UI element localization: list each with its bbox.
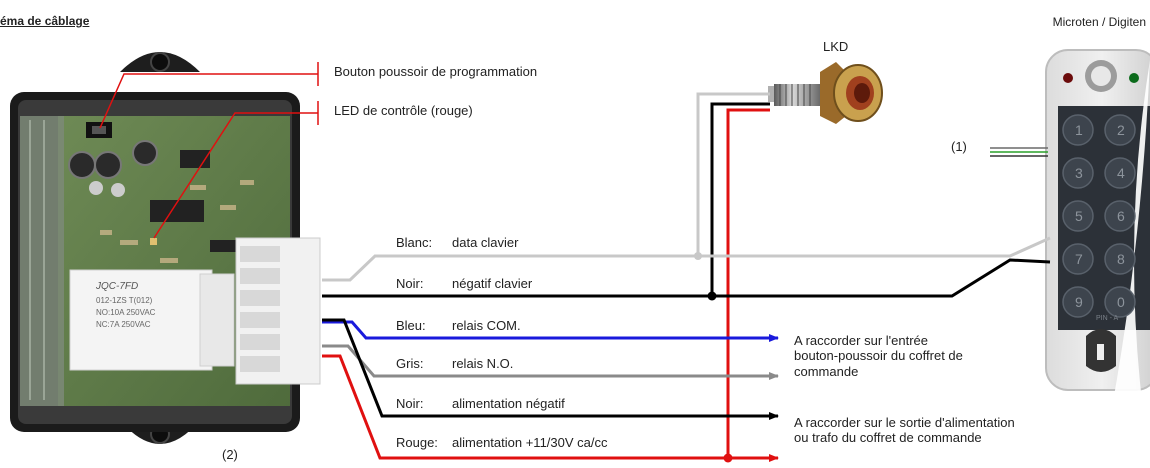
keypad-key-label-5: 5 [1075, 208, 1083, 224]
power-note-line-2: ou trafo du coffret de commande [794, 430, 982, 446]
wire-function-blue: relais COM. [452, 318, 521, 333]
power-note-line-1: A raccorder sur le sortie d'alimentation [794, 415, 1015, 430]
relay-marking-1: JQC-7FD [96, 281, 139, 292]
power-note: A raccorder sur le sortie d'alimentation… [794, 415, 1015, 446]
page-title: éma de câblage [0, 14, 90, 28]
controller-number-label: (2) [222, 447, 238, 462]
keypad-key-2[interactable] [1104, 114, 1136, 146]
wire-function-white: data clavier [452, 235, 519, 250]
pushbutton-note-line-1: A raccorder sur l'entrée [794, 333, 928, 348]
callout-program-button: Bouton poussoir de programmation [334, 64, 538, 79]
lkd-label: LKD [823, 39, 849, 54]
keypad-cable-label: (1) [951, 139, 967, 154]
wire-color-black-1: Noir: [396, 276, 424, 291]
keypad-key-label-9: 9 [1075, 294, 1083, 310]
keypad-key-label-4: 4 [1117, 165, 1125, 181]
wire-function-black-1: négatif clavier [452, 276, 533, 291]
relay-marking-4: NC:7A 250VAC [96, 320, 151, 329]
keypad-key-label-3: 3 [1075, 165, 1083, 181]
callout-lines [99, 62, 319, 239]
relay-marking-3: NO:10A 250VAC [96, 308, 156, 317]
wire-color-black-2: Noir: [396, 396, 424, 411]
wire-color-white: Blanc: [396, 235, 433, 250]
keypad-key-7[interactable] [1062, 243, 1094, 275]
wire-color-gray: Gris: [396, 356, 424, 371]
keypad-key-label-8: 8 [1117, 251, 1125, 267]
wire-function-gray: relais N.O. [452, 356, 514, 371]
keypad-key-6[interactable] [1104, 200, 1136, 232]
wire-function-red: alimentation +11/30V ca/cc [452, 435, 608, 450]
keypad-key-5[interactable] [1062, 200, 1094, 232]
wire-color-blue: Bleu: [396, 318, 426, 333]
keypad-key-1[interactable] [1062, 114, 1094, 146]
keypad-key-label-6: 6 [1117, 208, 1125, 224]
keypad-key-0[interactable] [1104, 286, 1136, 318]
wires [322, 92, 1051, 463]
pushbutton-note-line-2: bouton-poussoir du coffret de [794, 348, 963, 364]
controller-module [10, 52, 321, 444]
lkd-pushbutton [768, 62, 883, 124]
keypad-key-label-1: 1 [1075, 122, 1083, 138]
pushbutton-note: A raccorder sur l'entrée bouton-poussoir… [794, 333, 963, 379]
pushbutton-note-line-3: commande [794, 363, 859, 379]
keypad-key-3[interactable] [1062, 157, 1094, 189]
keypad-key-label-7: 7 [1075, 251, 1083, 267]
wire-color-red: Rouge: [396, 435, 438, 450]
wire-function-black-2: alimentation négatif [452, 396, 565, 411]
brand-label: Microten / Digiten [1052, 15, 1146, 29]
keypad-model-mark: PIN - A [1096, 315, 1119, 322]
keypad-key-label-0: 0 [1117, 294, 1125, 310]
keypad-key-8[interactable] [1104, 243, 1136, 275]
keypad-key-9[interactable] [1062, 286, 1094, 318]
callout-control-led: LED de contrôle (rouge) [334, 103, 473, 118]
keypad-key-label-2: 2 [1117, 122, 1125, 138]
keypad-key-4[interactable] [1104, 157, 1136, 189]
relay-marking-2: 012-1ZS T(012) [96, 296, 153, 305]
